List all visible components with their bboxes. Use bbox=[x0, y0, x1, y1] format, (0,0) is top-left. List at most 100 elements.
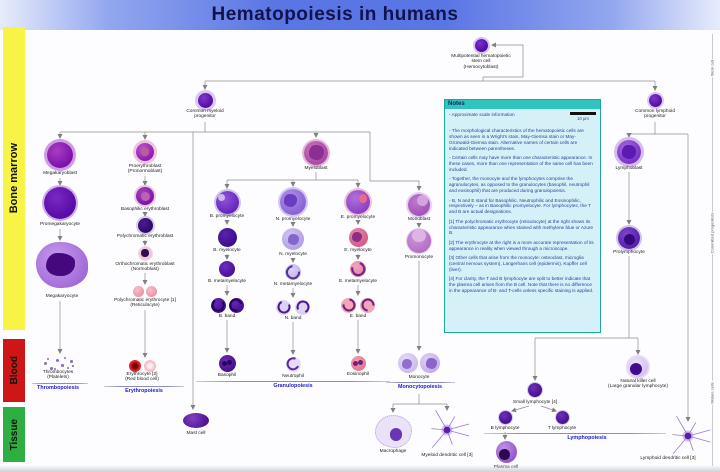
label-monocyte: Monocyte bbox=[409, 375, 430, 380]
cell-body bbox=[618, 227, 640, 249]
cell-body bbox=[346, 190, 370, 214]
stage-label: Mature cells bbox=[709, 381, 715, 405]
label-polychromatic-erythrocyte: Polychromatic erythrocyte [1](Reticulocy… bbox=[114, 298, 176, 309]
label-line: N. metamyelocyte bbox=[273, 282, 313, 287]
cell-body bbox=[495, 441, 517, 463]
label-line: E. promyelocyte bbox=[340, 215, 376, 220]
label-line: Small lymphocyte [4] bbox=[512, 400, 558, 405]
label-line: E. band bbox=[349, 314, 367, 319]
platelet-dot bbox=[61, 364, 64, 367]
label-basophil: Basophil bbox=[218, 373, 236, 378]
cell-body bbox=[358, 295, 377, 315]
notes-paragraph: [1] The polychromatic erythrocyte (retic… bbox=[449, 218, 594, 236]
scale-bar bbox=[570, 112, 596, 115]
cell-body bbox=[350, 355, 366, 371]
label-prolymphocyte: Prolymphocyte bbox=[613, 250, 645, 255]
label-line: E. metamyelocyte bbox=[338, 279, 378, 284]
platelet-dot bbox=[64, 357, 66, 359]
nucleus bbox=[46, 253, 75, 277]
cell-body bbox=[528, 383, 542, 397]
label-line: Promonocyte bbox=[404, 255, 434, 260]
label-e-myelocyte: E. myelocyte bbox=[344, 248, 371, 253]
label-n-promyelocyte: N. promyelocyte bbox=[276, 217, 311, 222]
label-line: Myeloid dendritic cell [3] bbox=[421, 453, 473, 458]
nucleus bbox=[630, 362, 643, 375]
nucleus bbox=[218, 193, 226, 201]
label-promonocyte: Promonocyte bbox=[405, 255, 433, 260]
cell-body bbox=[210, 297, 226, 313]
region-band-tissue: Tissue bbox=[3, 407, 25, 462]
label-monoblast: Monoblast bbox=[408, 217, 430, 222]
label-line: Common lymphoid bbox=[635, 109, 675, 114]
nucleus bbox=[140, 191, 150, 201]
label-macrophage: Macrophage bbox=[380, 449, 407, 454]
nucleus bbox=[210, 297, 226, 313]
cell-body bbox=[498, 410, 512, 424]
label-proerythroblast: Proerythroblast(Pronormoblast) bbox=[128, 164, 162, 175]
label-b-metamyelocyte: B. metamyelocyte bbox=[208, 279, 246, 284]
nucleus bbox=[141, 249, 149, 257]
nucleus-lobe bbox=[221, 360, 227, 366]
label-line: Prolymphocyte bbox=[613, 250, 645, 255]
nucleus-lobe bbox=[357, 359, 363, 365]
label-line: Macrophage bbox=[379, 449, 407, 454]
label-n-metamyelocyte: N. metamyelocyte bbox=[274, 282, 312, 287]
label-line: B. promyelocyte bbox=[209, 214, 245, 219]
label-line: Multipotential hematopoietic bbox=[451, 54, 511, 59]
cell-body bbox=[136, 143, 154, 161]
cell-body bbox=[143, 360, 156, 372]
label-line: (Reticulocyte) bbox=[130, 303, 160, 309]
nucleus bbox=[417, 195, 429, 207]
label-line: Lymphoid dendritic cell [3] bbox=[640, 456, 696, 461]
label-line: (Platelets) bbox=[47, 375, 69, 381]
label-line: Natural killer cell bbox=[620, 379, 656, 384]
nucleus bbox=[402, 359, 412, 369]
nucleus bbox=[358, 194, 367, 203]
label-line: N. promyelocyte bbox=[275, 217, 311, 222]
label-line: E. myelocyte bbox=[344, 248, 372, 253]
label-line: B. band bbox=[218, 314, 236, 319]
notes-paragraph: - Certain cells may have more than one c… bbox=[449, 155, 593, 172]
region-band-blood: Blood bbox=[3, 339, 25, 402]
cell-body bbox=[398, 353, 418, 373]
cell-body bbox=[283, 262, 303, 282]
notes-paragraphs: - The morphological characteristics of t… bbox=[449, 128, 596, 294]
cell-body bbox=[133, 285, 144, 297]
cell-body bbox=[282, 228, 304, 250]
label-e-band: E. band bbox=[350, 314, 367, 319]
cell-body bbox=[146, 285, 157, 297]
label-mast-cell: Mast cell bbox=[187, 431, 206, 436]
poiesis-line-erythropoiesis bbox=[104, 386, 184, 387]
poiesis-line-thrombopoiesis bbox=[32, 383, 88, 384]
cell-body bbox=[407, 228, 431, 253]
label-small-lymphocyte: Small lymphocyte [4] bbox=[513, 400, 557, 405]
cell-body bbox=[217, 227, 237, 247]
notes-title: Notes bbox=[445, 100, 600, 109]
notes-box: Notes - Approximate scale information 10… bbox=[444, 99, 601, 333]
cell-body bbox=[280, 189, 306, 215]
poiesis-line-lymphopoiesis bbox=[484, 433, 666, 434]
cell-body bbox=[628, 357, 648, 377]
cell-body bbox=[617, 140, 641, 164]
cell-body bbox=[227, 296, 245, 314]
poiesis-label-monocytopoiesis: Monocytopoiesis bbox=[397, 384, 443, 390]
cell-body bbox=[474, 38, 488, 52]
platelet-dot bbox=[67, 367, 69, 369]
scale-bar-block: 10 μm bbox=[570, 112, 596, 121]
label-myeloblast: Myeloblast bbox=[305, 166, 328, 171]
cell-body bbox=[138, 246, 152, 260]
scale-value: 10 μm bbox=[577, 116, 589, 121]
nucleus bbox=[499, 449, 510, 460]
label-line: (Pronormoblast) bbox=[127, 169, 163, 175]
cell-body bbox=[420, 353, 440, 373]
label-orthochromatic-erythroblast: Orthochromatic erythroblast(Normoblast) bbox=[115, 262, 174, 273]
label-line: (Large granular lymphocyte) bbox=[608, 384, 668, 390]
poiesis-label-lymphopoiesis: Lymphopoiesis bbox=[567, 435, 607, 441]
cell-body bbox=[47, 142, 73, 168]
label-natural-killer-cell: Natural killer cell(Large granular lymph… bbox=[608, 379, 668, 390]
label-line: Promegakaryocyte bbox=[40, 222, 80, 227]
cell-body bbox=[555, 410, 569, 424]
notes-paragraph: [2] The erythrocyte at the right is a mo… bbox=[449, 239, 594, 251]
